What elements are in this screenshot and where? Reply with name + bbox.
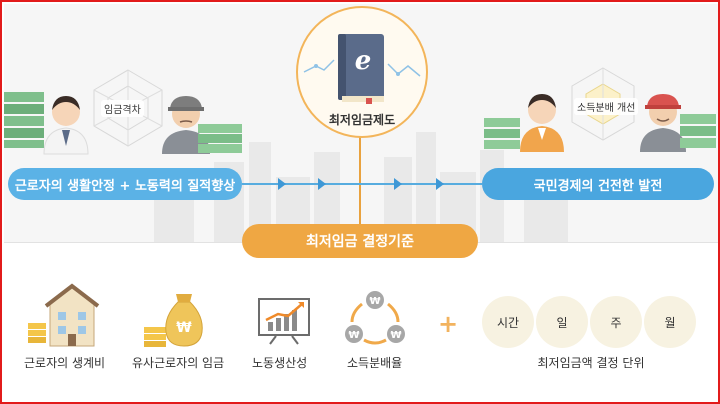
flow-arrow-2 <box>318 178 326 190</box>
criterion-label-income-share: 소득분배율 <box>347 356 403 370</box>
worker-goal-pill: 근로자의 생활안정 + 노동력의 질적향상 <box>8 168 242 200</box>
unit-week-circle: 주 <box>590 296 642 348</box>
center-trend-line <box>303 59 421 77</box>
units-caption: 최저임금액 결정 단위 <box>537 356 645 370</box>
svg-text:₩: ₩ <box>369 296 380 307</box>
law-book-icon <box>338 34 384 104</box>
growth-chart-icon <box>258 298 310 345</box>
criterion-label-living-cost: 근로자의 생계비 <box>24 356 106 370</box>
money-stack-right-icon <box>484 118 520 149</box>
flow-line <box>242 183 482 185</box>
svg-text:₩: ₩ <box>176 320 192 336</box>
economy-goal-pill: 국민경제의 건전한 발전 <box>482 168 714 200</box>
house-coins-icon <box>28 283 100 347</box>
flow-arrow-3 <box>394 178 402 190</box>
svg-text:₩: ₩ <box>390 330 401 341</box>
plus-sign: + <box>438 310 459 338</box>
money-bag-icon: ₩ <box>144 294 203 347</box>
laborer-right-avatar <box>640 94 686 152</box>
money-stack-right2-icon <box>680 114 716 148</box>
won-cycle-icon: ₩ ₩ ₩ <box>345 291 405 345</box>
office-worker-right-avatar <box>520 94 564 152</box>
criterion-label-productivity: 노동생산성 <box>252 356 308 370</box>
unit-month-circle: 월 <box>644 296 696 348</box>
office-worker-left-avatar <box>43 96 89 155</box>
wage-gap-label: 임금격차 <box>101 100 144 117</box>
book-letter: e <box>354 46 372 76</box>
income-distribution-label: 소득분배 개선 <box>574 98 639 115</box>
money-stack-left-icon <box>4 92 44 148</box>
center-title: 최저임금제도 <box>328 113 396 127</box>
flow-arrow-1 <box>278 178 286 190</box>
center-connector-line <box>359 132 361 228</box>
flow-arrow-4 <box>436 178 444 190</box>
criterion-label-similar-wage: 유사근로자의 임금 <box>132 356 225 370</box>
criteria-title-pill: 최저임금 결정기준 <box>242 224 478 258</box>
unit-day-circle: 일 <box>536 296 588 348</box>
svg-text:₩: ₩ <box>348 330 359 341</box>
money-stack-left2-icon <box>198 124 242 153</box>
unit-hour-circle: 시간 <box>482 296 534 348</box>
